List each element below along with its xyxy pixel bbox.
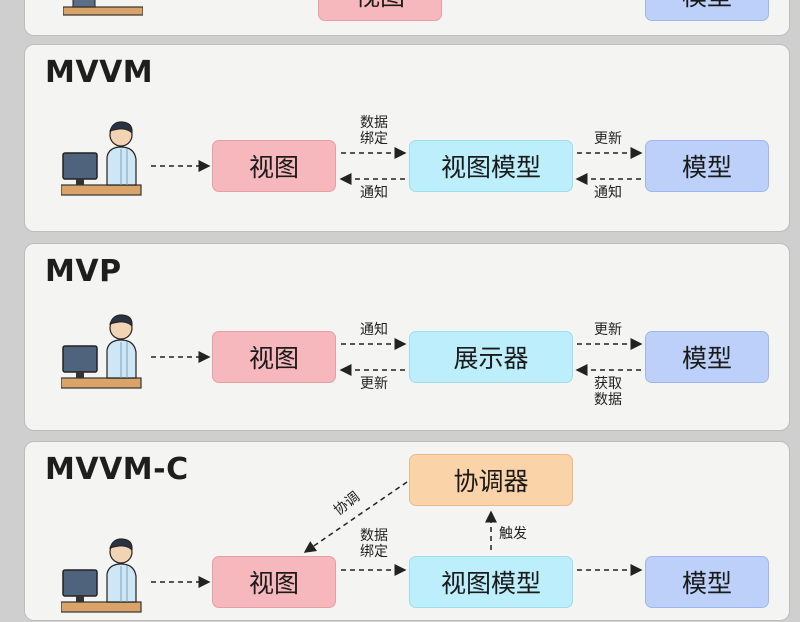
panel-mvvm: MVVM 视图 视图模型 模型 数据 绑定 通知 更新 通知: [24, 44, 790, 232]
notify-label: 通知: [360, 322, 388, 338]
update-label: 更新: [594, 131, 622, 147]
view-box: 视图: [212, 140, 336, 192]
view-box: 视图: [212, 556, 336, 608]
panel-mvvm-c: MVVM-C 协调器 视图 视图模型 模型 协调 触发 数据 绑定: [24, 441, 790, 621]
update-label: 更新: [594, 322, 622, 338]
panel-title: MVP: [45, 254, 122, 289]
user-at-desk-icon: [60, 536, 145, 622]
model-label: 模型: [681, 153, 732, 182]
panel-title: MVVM: [45, 55, 154, 90]
user-at-desk-icon: [62, 0, 144, 21]
model-box: 模型: [645, 0, 769, 21]
trigger-label: 触发: [499, 526, 527, 542]
view-label: 视图: [248, 344, 299, 373]
viewmodel-box: 视图模型: [409, 556, 573, 608]
model-label: 模型: [681, 344, 732, 373]
viewmodel-box: 视图模型: [409, 140, 573, 192]
model-box: 模型: [645, 331, 769, 383]
coordinator-box: 协调器: [409, 454, 573, 506]
view-label: 视图: [248, 569, 299, 598]
user-at-desk-icon: [60, 119, 145, 205]
model-label: 模型: [681, 569, 732, 598]
presenter-box: 展示器: [409, 331, 573, 383]
model-label: 模型: [682, 0, 732, 13]
coordinator-label: 协调器: [453, 467, 529, 496]
viewmodel-label: 视图模型: [440, 569, 541, 598]
fetch-data-label: 获取 数据: [594, 376, 622, 408]
panel-top-partial: 视图 模型: [24, 0, 790, 36]
view-label: 视图: [355, 0, 405, 13]
notify-label: 通知: [594, 185, 622, 201]
view-label: 视图: [248, 153, 299, 182]
presenter-label: 展示器: [453, 344, 529, 373]
view-box: 视图: [318, 0, 442, 21]
model-box: 模型: [645, 556, 769, 608]
update-label: 更新: [360, 376, 388, 392]
model-box: 模型: [645, 140, 769, 192]
panel-title: MVVM-C: [45, 452, 189, 487]
panel-mvp: MVP 视图 展示器 模型 通知 更新 更新 获取 数据: [24, 243, 790, 431]
view-box: 视图: [212, 331, 336, 383]
binding-label: 数据 绑定: [360, 115, 388, 147]
viewmodel-label: 视图模型: [440, 153, 541, 182]
binding-label: 数据 绑定: [360, 528, 388, 560]
user-at-desk-icon: [60, 312, 145, 398]
notify-label: 通知: [360, 185, 388, 201]
coordinate-label: 协调: [331, 489, 363, 519]
